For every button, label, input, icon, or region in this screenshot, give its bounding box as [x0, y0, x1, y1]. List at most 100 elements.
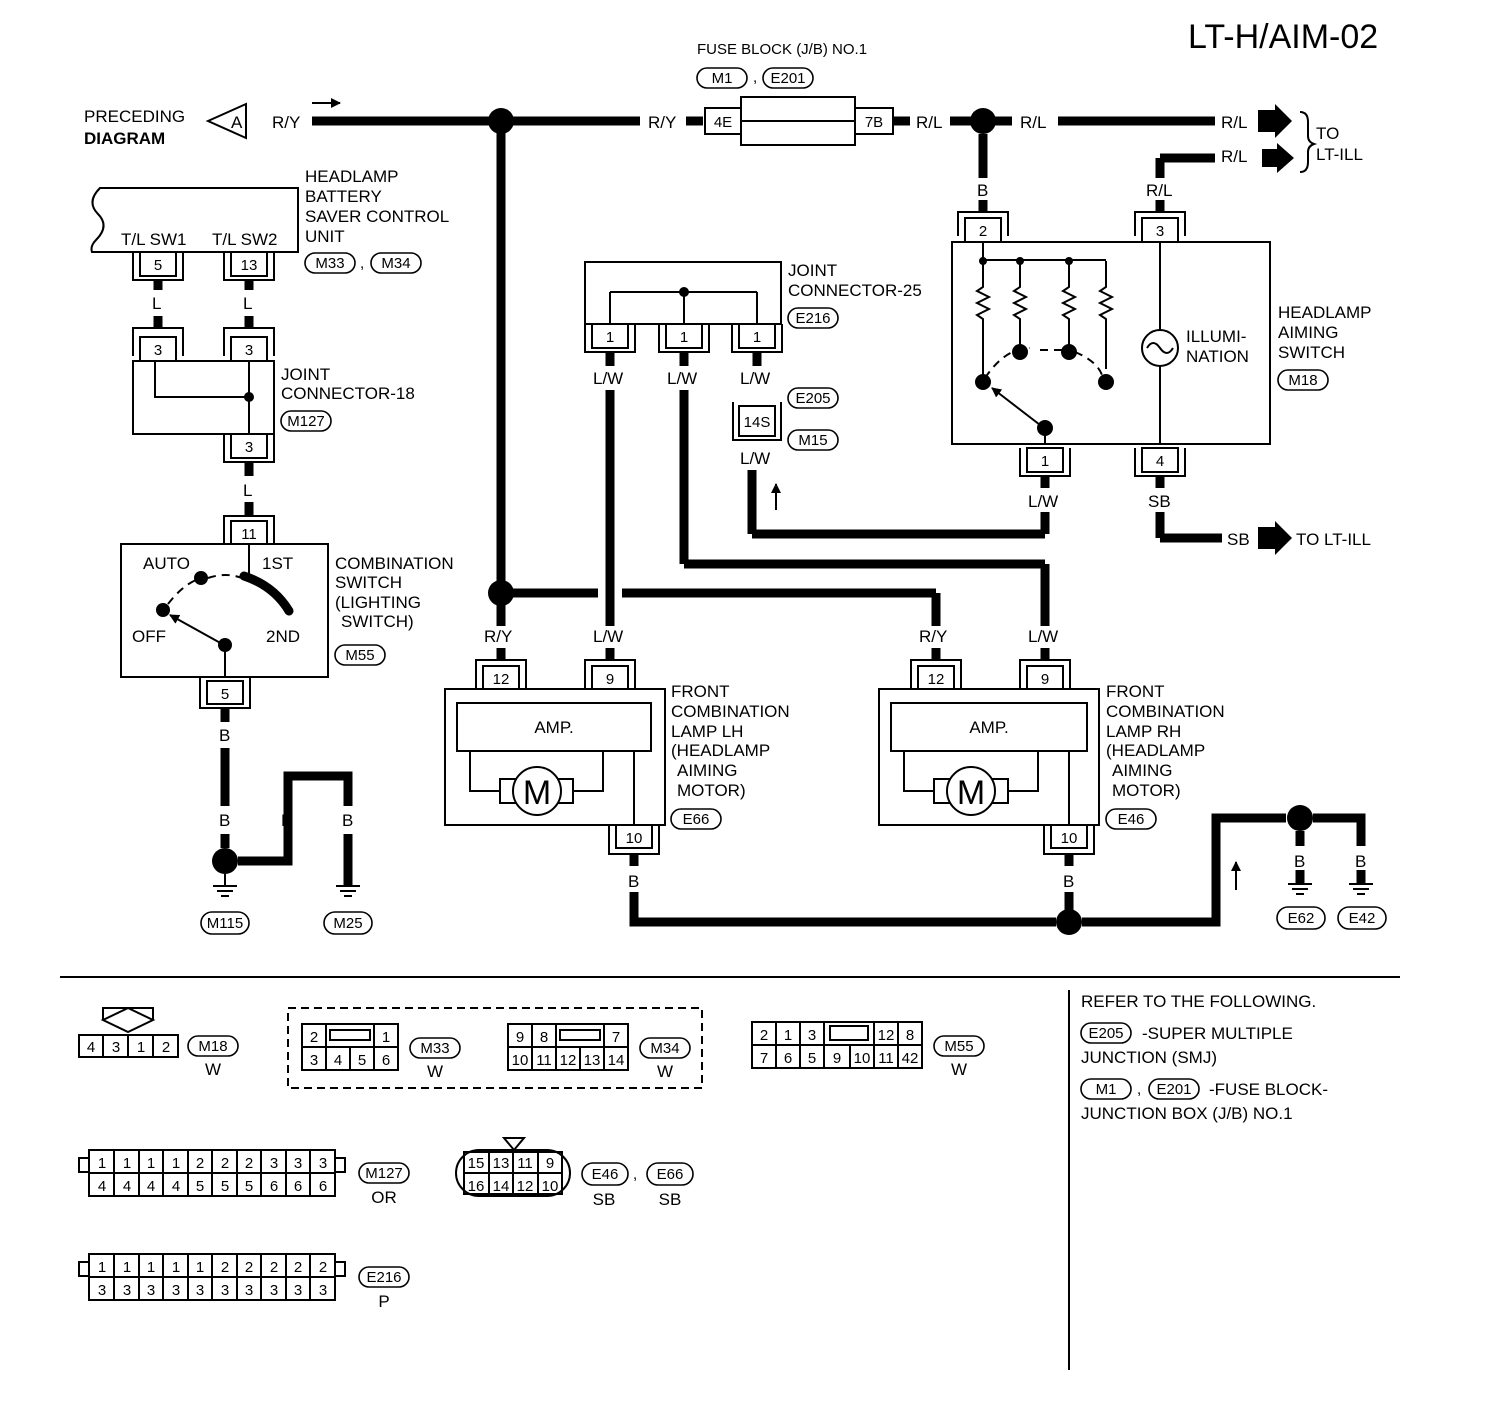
combo-line1: COMBINATION: [335, 554, 454, 573]
svg-text:5: 5: [196, 1178, 204, 1195]
jc25-pin-a: 1: [606, 329, 614, 346]
face-m33-conn: M33: [420, 1040, 449, 1057]
preceding-ref: A: [231, 113, 243, 132]
lh-line5: AIMING: [677, 761, 737, 780]
ground-e42: E42: [1349, 910, 1376, 927]
jc25-conn: E216: [795, 310, 830, 327]
svg-text:2: 2: [310, 1029, 318, 1046]
svg-text:14: 14: [493, 1178, 510, 1195]
svg-text:9: 9: [516, 1029, 524, 1046]
svg-text:4: 4: [98, 1178, 106, 1195]
wire-label-ry: R/Y: [919, 627, 947, 646]
smj-conn-b: M15: [798, 432, 827, 449]
page-title: LT-H/AIM-02: [1188, 18, 1378, 56]
wire-label-rl-3: R/L: [1221, 113, 1247, 132]
svg-text:4: 4: [123, 1178, 131, 1195]
svg-text:1: 1: [147, 1155, 155, 1172]
svg-text:1: 1: [123, 1259, 131, 1276]
svg-text:5: 5: [245, 1178, 253, 1195]
saver-sw2: T/L SW2: [212, 230, 278, 249]
svg-text:6: 6: [319, 1178, 327, 1195]
jc18-pin-b: 3: [245, 342, 253, 359]
svg-text:10: 10: [542, 1178, 559, 1195]
ry-branch: [488, 121, 941, 626]
svg-text:3: 3: [98, 1282, 106, 1299]
svg-text:10: 10: [854, 1050, 871, 1067]
wire-label-b: B: [977, 181, 988, 200]
jc18-line2: CONNECTOR-18: [281, 384, 415, 403]
rh-line6: MOTOR): [1112, 781, 1181, 800]
switch-pin-4: 4: [1156, 453, 1164, 470]
svg-text:4: 4: [172, 1178, 180, 1195]
svg-text:2: 2: [162, 1039, 170, 1056]
svg-text:15: 15: [468, 1155, 485, 1172]
aiming-switch-conn: M18: [1288, 372, 1317, 389]
wire-label-lw: L/W: [740, 369, 770, 388]
wire-label-sb: SB: [1148, 492, 1171, 511]
to-label: TO: [1316, 124, 1339, 143]
wire-label-b: B: [1355, 852, 1366, 871]
combo-off: OFF: [132, 627, 166, 646]
illum-line2: NATION: [1186, 347, 1249, 366]
wire-label-rl-5: R/L: [1146, 181, 1172, 200]
rh-motor-label: M: [957, 774, 985, 812]
rh-pin-10: 10: [1061, 830, 1078, 847]
jc18-conn: M127: [287, 413, 325, 430]
jc25-pin-b: 1: [680, 329, 688, 346]
jc18-line1: JOINT: [281, 365, 330, 384]
svg-text:1: 1: [98, 1259, 106, 1276]
saver-pin-5: 5: [154, 257, 162, 274]
jc18-pin-c: 3: [245, 439, 253, 456]
svg-text:12: 12: [878, 1027, 895, 1044]
joint-connector-25: 1 1 1 JOINT CONNECTOR-25 E216 L/W L/W L/…: [584, 261, 1050, 626]
rh-conn: E46: [1118, 811, 1145, 828]
svg-text:,: ,: [753, 69, 757, 86]
svg-text:2: 2: [221, 1259, 229, 1276]
lh-pin-12: 12: [493, 671, 510, 688]
combo-1st: 1ST: [262, 554, 293, 573]
face-m34-color: W: [657, 1062, 673, 1081]
face-m18-conn: M18: [198, 1038, 227, 1055]
wire-label-b: B: [219, 726, 230, 745]
face-e46-color: SB: [593, 1190, 616, 1209]
to-target-label: LT-ILL: [1316, 145, 1363, 164]
refer-section: REFER TO THE FOLLOWING. E205 -SUPER MULT…: [1080, 992, 1328, 1123]
lh-motor-icon: [512, 766, 562, 816]
splice-dot: [1287, 805, 1313, 831]
wire-label-b: B: [342, 811, 353, 830]
illum-line1: ILLUMI-: [1186, 327, 1246, 346]
svg-text:11: 11: [878, 1050, 894, 1067]
front-combination-lamp-rh: R/Y L/W 12 9 AMP. M 10 FRONT COMBINATION…: [878, 627, 1387, 935]
svg-text:10: 10: [512, 1052, 529, 1069]
wire-label-ry: R/Y: [484, 627, 512, 646]
lh-line6: MOTOR): [677, 781, 746, 800]
svg-text:11: 11: [536, 1052, 552, 1069]
splice-dot: [1056, 909, 1082, 935]
face-e216-color: P: [378, 1292, 389, 1311]
svg-text:4: 4: [147, 1178, 155, 1195]
lh-line1: FRONT: [671, 682, 730, 701]
refer-item1-line2: JUNCTION (SMJ): [1081, 1048, 1217, 1067]
wire-label-rl-4: R/L: [1221, 147, 1247, 166]
wire-label-b: B: [1294, 852, 1305, 871]
svg-text:3: 3: [294, 1155, 302, 1172]
saver-conn-b: M34: [381, 255, 410, 272]
lh-line3: LAMP LH: [671, 722, 743, 741]
face-m33-color: W: [427, 1062, 443, 1081]
svg-text:2: 2: [760, 1027, 768, 1044]
jc25-line2: CONNECTOR-25: [788, 281, 922, 300]
top-power-line: PRECEDING DIAGRAM A R/Y R/Y: [84, 98, 703, 148]
headlamp-battery-saver-unit: T/L SW1 T/L SW2 HEADLAMP BATTERY SAVER C…: [90, 167, 449, 328]
lh-line2: COMBINATION: [671, 702, 790, 721]
saver-line4: UNIT: [305, 227, 345, 246]
svg-text:,: ,: [1137, 1081, 1141, 1098]
saver-line1: HEADLAMP: [305, 167, 399, 186]
lh-amp: [456, 702, 652, 752]
svg-text:14: 14: [608, 1052, 625, 1069]
wire-label-lw: L/W: [667, 369, 697, 388]
face-m127-conn: M127: [365, 1165, 403, 1182]
svg-text:2: 2: [196, 1155, 204, 1172]
fuse-pin-out: 7B: [865, 114, 883, 131]
preceding-arrow-icon: [205, 102, 247, 140]
svg-text:1: 1: [784, 1027, 792, 1044]
